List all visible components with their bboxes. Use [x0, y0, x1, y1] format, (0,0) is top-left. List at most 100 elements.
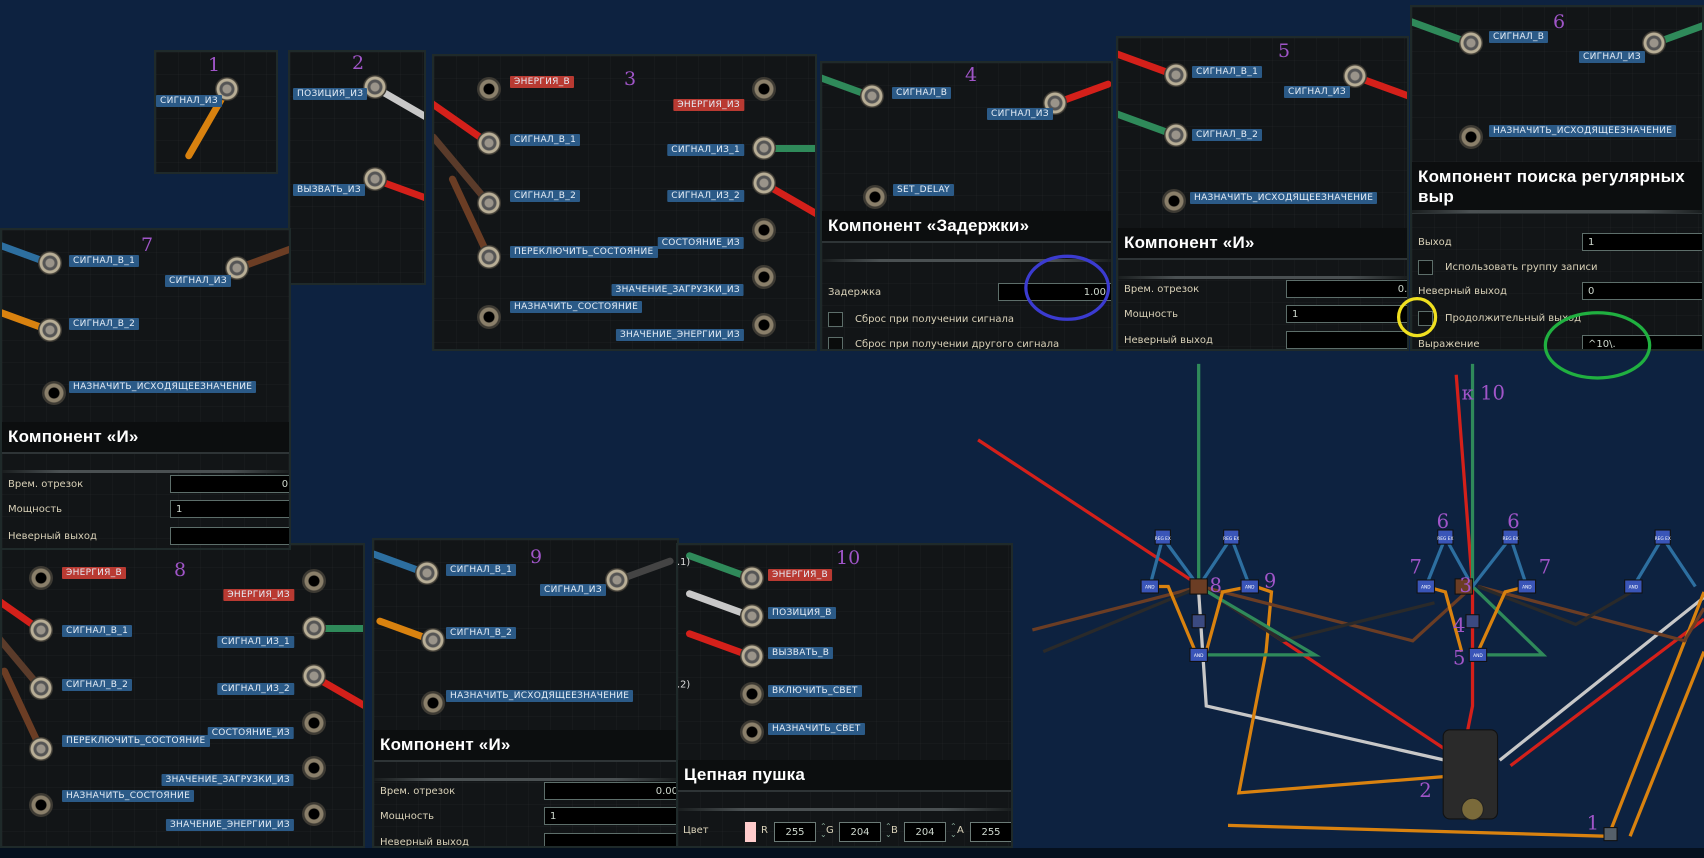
connector-port[interactable] — [740, 682, 764, 706]
field-row: Неверный выход — [2, 525, 289, 547]
connector-port[interactable] — [740, 566, 764, 590]
field-input[interactable] — [170, 527, 289, 545]
connector-port[interactable] — [477, 245, 501, 269]
connector-port[interactable] — [1459, 125, 1483, 149]
connector-port[interactable] — [29, 618, 53, 642]
connector-port[interactable] — [421, 628, 445, 652]
field-label: Врем. отрезок — [380, 785, 456, 797]
field-row: Неверный выход — [1412, 280, 1702, 302]
connector-port[interactable] — [752, 218, 776, 242]
checkbox-row[interactable]: Сброс при получении сигнала — [822, 308, 1111, 330]
field-input[interactable]: 0 — [1582, 282, 1702, 300]
field-row: Выход — [1412, 231, 1702, 253]
annotation-number: 4 — [1453, 614, 1465, 637]
checkbox-row[interactable]: Продолжительный выход — [1412, 307, 1702, 329]
field-input[interactable]: 1 — [1582, 233, 1702, 251]
connector-port[interactable] — [752, 313, 776, 337]
color-label: Цвет — [683, 825, 709, 836]
connector-port[interactable] — [1162, 189, 1186, 213]
checkbox-row[interactable]: Сброс при получении другого сигнала — [822, 333, 1111, 349]
field-input[interactable]: 0.00 — [1286, 280, 1407, 298]
field-input[interactable]: 0.00 — [544, 782, 677, 800]
channel-input-g[interactable]: 204 — [839, 822, 881, 842]
connector-port[interactable] — [752, 171, 776, 195]
chaingun-base — [1461, 797, 1484, 821]
channel-input-r[interactable]: 255 — [774, 822, 816, 842]
annotation-number: 5 — [1453, 647, 1465, 670]
port-label: СИГНАЛ_В_1 — [510, 134, 581, 146]
field-input[interactable]: 1 — [1286, 305, 1407, 323]
connector-port[interactable] — [415, 561, 439, 585]
connector-port[interactable] — [302, 569, 326, 593]
wire-line — [1031, 584, 1474, 643]
connector-port[interactable] — [29, 566, 53, 590]
connector-port[interactable] — [863, 185, 887, 209]
connector-port[interactable] — [38, 251, 62, 275]
checkbox[interactable] — [828, 311, 843, 327]
connector-port[interactable] — [477, 191, 501, 215]
connector-port[interactable] — [302, 756, 326, 780]
annotation-number: 3 — [624, 68, 637, 90]
port-label: ЗНАЧЕНИЕ_ЭНЕРГИИ_ИЗ — [615, 329, 744, 341]
connector-port[interactable] — [302, 802, 326, 826]
connector-port[interactable] — [1164, 63, 1188, 87]
channel-input-b[interactable]: 204 — [904, 822, 946, 842]
connector-port[interactable] — [38, 318, 62, 342]
connector-port[interactable] — [1164, 123, 1188, 147]
annotation-number: 2 — [352, 52, 365, 74]
regex-node — [1654, 529, 1671, 545]
checkbox-row[interactable]: Использовать группу записи — [1412, 256, 1702, 278]
connector-port[interactable] — [42, 381, 66, 405]
stepper-icon[interactable]: ⌃⌄ — [950, 822, 957, 839]
connector-port[interactable] — [740, 644, 764, 668]
checkbox[interactable] — [1418, 259, 1433, 275]
field-row: Задержка — [822, 281, 1111, 303]
color-swatch[interactable] — [745, 822, 756, 842]
connector-port[interactable] — [740, 720, 764, 744]
connector-port[interactable] — [752, 136, 776, 160]
stepper-icon[interactable]: ⌃⌄ — [820, 822, 827, 839]
and-node — [1517, 579, 1537, 594]
connector-port[interactable] — [302, 616, 326, 640]
wire-line — [1454, 374, 1475, 761]
field-label: Задержка — [828, 286, 882, 298]
field-input[interactable] — [1286, 331, 1407, 349]
connector-port[interactable] — [477, 131, 501, 155]
connector-port[interactable] — [1343, 64, 1367, 88]
field-input[interactable]: ^10\. — [1582, 335, 1702, 349]
field-label: Выражение — [1418, 338, 1480, 350]
and-node-label: AND — [1145, 585, 1155, 591]
connector-port[interactable] — [752, 77, 776, 101]
field-label: Неверный выход — [8, 530, 97, 542]
connector-port[interactable] — [29, 676, 53, 700]
field-input[interactable]: 1.00 — [998, 283, 1111, 301]
connector-port[interactable] — [302, 711, 326, 735]
channel-input-a[interactable]: 255 — [970, 822, 1011, 842]
annotation-number: 6 — [1507, 510, 1519, 533]
checkbox[interactable] — [1418, 310, 1433, 326]
connector-port[interactable] — [363, 167, 387, 191]
connector-port[interactable] — [740, 604, 764, 628]
connector-port[interactable] — [29, 737, 53, 761]
field-input[interactable] — [544, 833, 677, 846]
stepper-icon[interactable]: ⌃⌄ — [885, 822, 892, 839]
connector-port[interactable] — [421, 691, 445, 715]
connector-port[interactable] — [860, 84, 884, 108]
delay-node — [1465, 614, 1480, 629]
connector-port[interactable] — [477, 77, 501, 101]
connector-port[interactable] — [302, 664, 326, 688]
connector-port[interactable] — [1642, 31, 1666, 55]
connector-port[interactable] — [752, 265, 776, 289]
connector-port[interactable] — [605, 568, 629, 592]
field-input[interactable]: 0.00 — [170, 475, 289, 493]
port-label: СИГНАЛ_ИЗ — [156, 95, 222, 107]
connector-port[interactable] — [477, 305, 501, 329]
port-label: SET_DELAY — [893, 184, 954, 196]
field-input[interactable]: 1 — [170, 500, 289, 518]
port-label: ЭНЕРГИЯ_ИЗ — [223, 589, 294, 601]
field-input[interactable]: 1 — [544, 807, 677, 825]
checkbox[interactable] — [828, 336, 843, 349]
connector-port[interactable] — [1459, 31, 1483, 55]
connector-port[interactable] — [29, 793, 53, 817]
